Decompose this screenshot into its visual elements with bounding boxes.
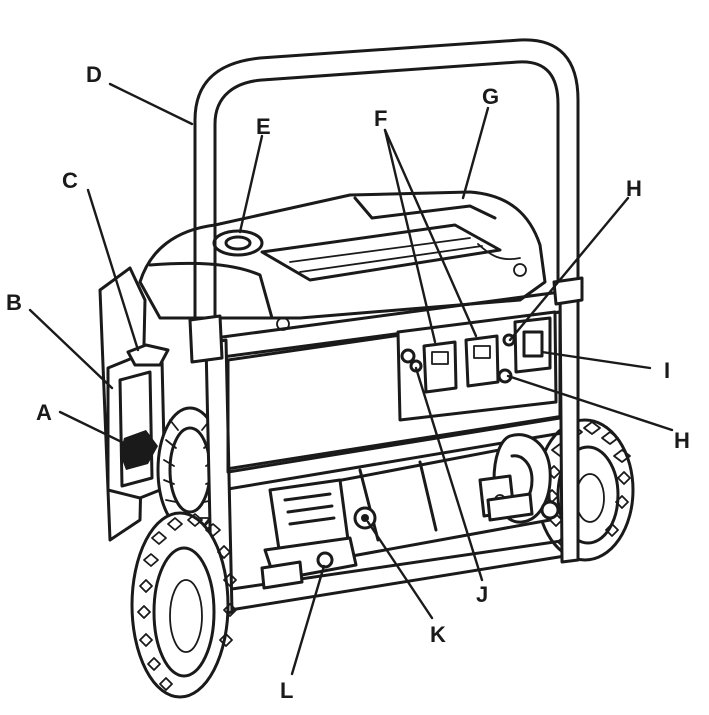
callout-c: C xyxy=(62,168,78,193)
leader-l xyxy=(290,564,326,676)
leader-f1 xyxy=(383,128,437,344)
callout-letters: A B C D E F G H I H J K L xyxy=(6,62,690,703)
leader-i xyxy=(540,350,652,370)
handle xyxy=(188,38,584,364)
leader-d xyxy=(108,82,194,126)
callout-g: G xyxy=(482,84,499,109)
callout-b: B xyxy=(6,290,22,315)
callout-l: L xyxy=(280,678,293,703)
leader-f2 xyxy=(383,128,478,338)
leader-j xyxy=(414,366,484,582)
callout-i: I xyxy=(664,358,670,383)
callout-f: F xyxy=(374,106,387,131)
leader-k xyxy=(366,520,434,620)
fuel-tank xyxy=(138,190,547,331)
leader-a xyxy=(58,410,132,448)
callout-h-bottom: H xyxy=(674,428,690,453)
leader-h1 xyxy=(508,196,630,342)
control-panel xyxy=(396,310,558,422)
leader-b xyxy=(28,308,114,390)
callout-e: E xyxy=(256,114,271,139)
callout-d: D xyxy=(86,62,102,87)
leader-e xyxy=(238,134,264,234)
callout-h-top: H xyxy=(626,176,642,201)
leader-h2 xyxy=(506,374,674,432)
left-wheel xyxy=(130,511,237,699)
engine-left-side xyxy=(98,266,224,542)
leader-lines xyxy=(28,82,674,676)
feet xyxy=(260,492,534,590)
callout-k: K xyxy=(430,622,446,647)
callout-j: J xyxy=(476,582,488,607)
callout-a: A xyxy=(36,400,52,425)
leader-c xyxy=(86,188,140,352)
right-wheel xyxy=(535,418,635,562)
leader-g xyxy=(461,106,490,200)
